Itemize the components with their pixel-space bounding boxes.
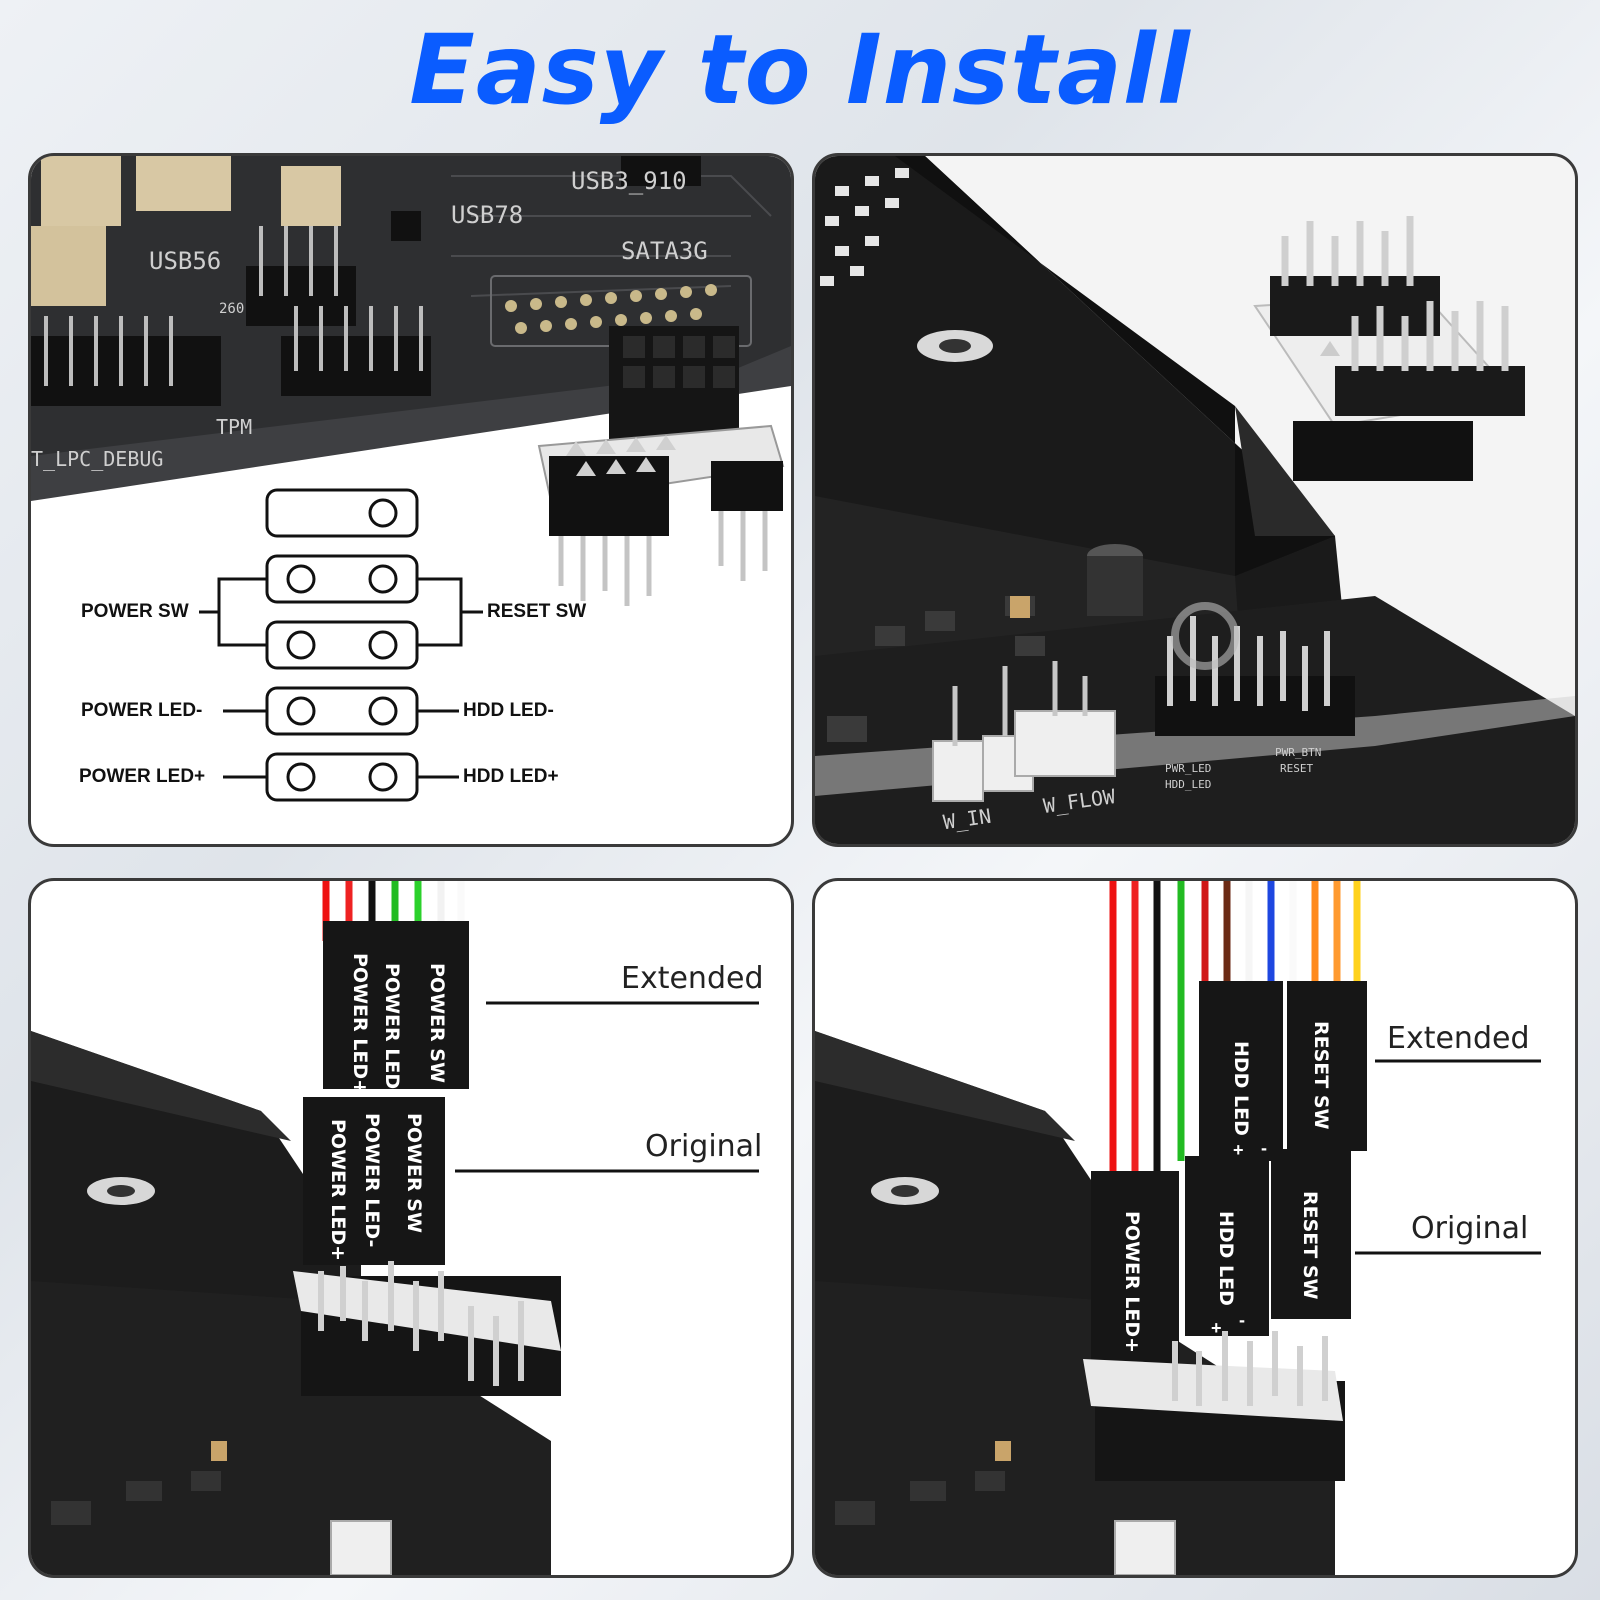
label-power-led-minus: POWER LED- — [81, 700, 203, 721]
headline: Easy to Install — [409, 14, 1191, 126]
label-hdd-led-plus: HDD LED+ — [463, 766, 559, 787]
original-minus: - — [1239, 1310, 1245, 1330]
original-label-3: POWER LED+ — [327, 1119, 349, 1262]
tag-original: Original — [1411, 1211, 1529, 1246]
panel-adapter-closeup: W_IN W_FLOW PWR_LED HDD_LED PWR_BTN RESE… — [812, 153, 1578, 847]
original-hdd-led: HDD LED — [1215, 1211, 1237, 1306]
tag-extended: Extended — [621, 961, 764, 996]
silk-hdd-led: HDD_LED — [1165, 778, 1212, 791]
power-connector-photo — [31, 881, 759, 1575]
panel-pinout-diagram: USB56 USB78 USB3_910 SATA3G TPM T_LPC_DE… — [28, 153, 794, 847]
extended-label-3: POWER LED+ — [349, 953, 371, 1096]
panel-power-connector: POWER SW POWER LED- POWER LED+ POWER SW … — [28, 878, 794, 1578]
extended-label-1: POWER SW — [426, 963, 448, 1083]
silk-usb56: USB56 — [149, 247, 222, 275]
extended-reset-sw: RESET SW — [1310, 1021, 1332, 1130]
extended-label-2: POWER LED- — [381, 963, 403, 1098]
label-reset-sw: RESET SW — [487, 601, 587, 622]
silk-reset: RESET — [1280, 762, 1314, 775]
original-reset-sw: RESET SW — [1299, 1191, 1321, 1300]
header-adapter — [537, 326, 785, 606]
silk-pwr-btn: PWR_BTN — [1275, 746, 1322, 759]
label-power-sw: POWER SW — [81, 601, 189, 622]
silk-tpm: TPM — [216, 415, 253, 439]
silk-usb78: USB78 — [451, 201, 524, 229]
tag-extended: Extended — [1387, 1021, 1530, 1056]
original-label-1: POWER SW — [403, 1113, 425, 1233]
header-adapter-float — [1253, 216, 1525, 481]
panel-reset-hdd-connector: RESET SW HDD LED + - POWER LED+ HDD LED … — [812, 878, 1578, 1578]
silk-260: 260 — [219, 301, 245, 317]
silk-lpc-debug: T_LPC_DEBUG — [31, 447, 164, 471]
extended-minus: - — [1261, 1138, 1267, 1158]
silk-sata3g: SATA3G — [621, 237, 708, 265]
reset-hdd-connector-photo — [815, 881, 1541, 1575]
original-plus: + — [1211, 1318, 1222, 1338]
original-label-2: POWER LED- — [361, 1113, 383, 1248]
motherboard-photo — [31, 156, 791, 802]
extended-hdd-led: HDD LED — [1230, 1041, 1252, 1136]
silk-pwr-led: PWR_LED — [1165, 762, 1212, 775]
silk-usb3-910: USB3_910 — [571, 167, 687, 195]
label-hdd-led-minus: HDD LED- — [463, 700, 554, 721]
original-power-led-plus: POWER LED+ — [1121, 1211, 1143, 1354]
extended-plus: + — [1233, 1140, 1244, 1160]
pinout-diagram — [199, 488, 483, 802]
board-closeup-photo — [815, 156, 1575, 844]
label-power-led-plus: POWER LED+ — [79, 766, 206, 787]
tag-original: Original — [645, 1129, 763, 1164]
